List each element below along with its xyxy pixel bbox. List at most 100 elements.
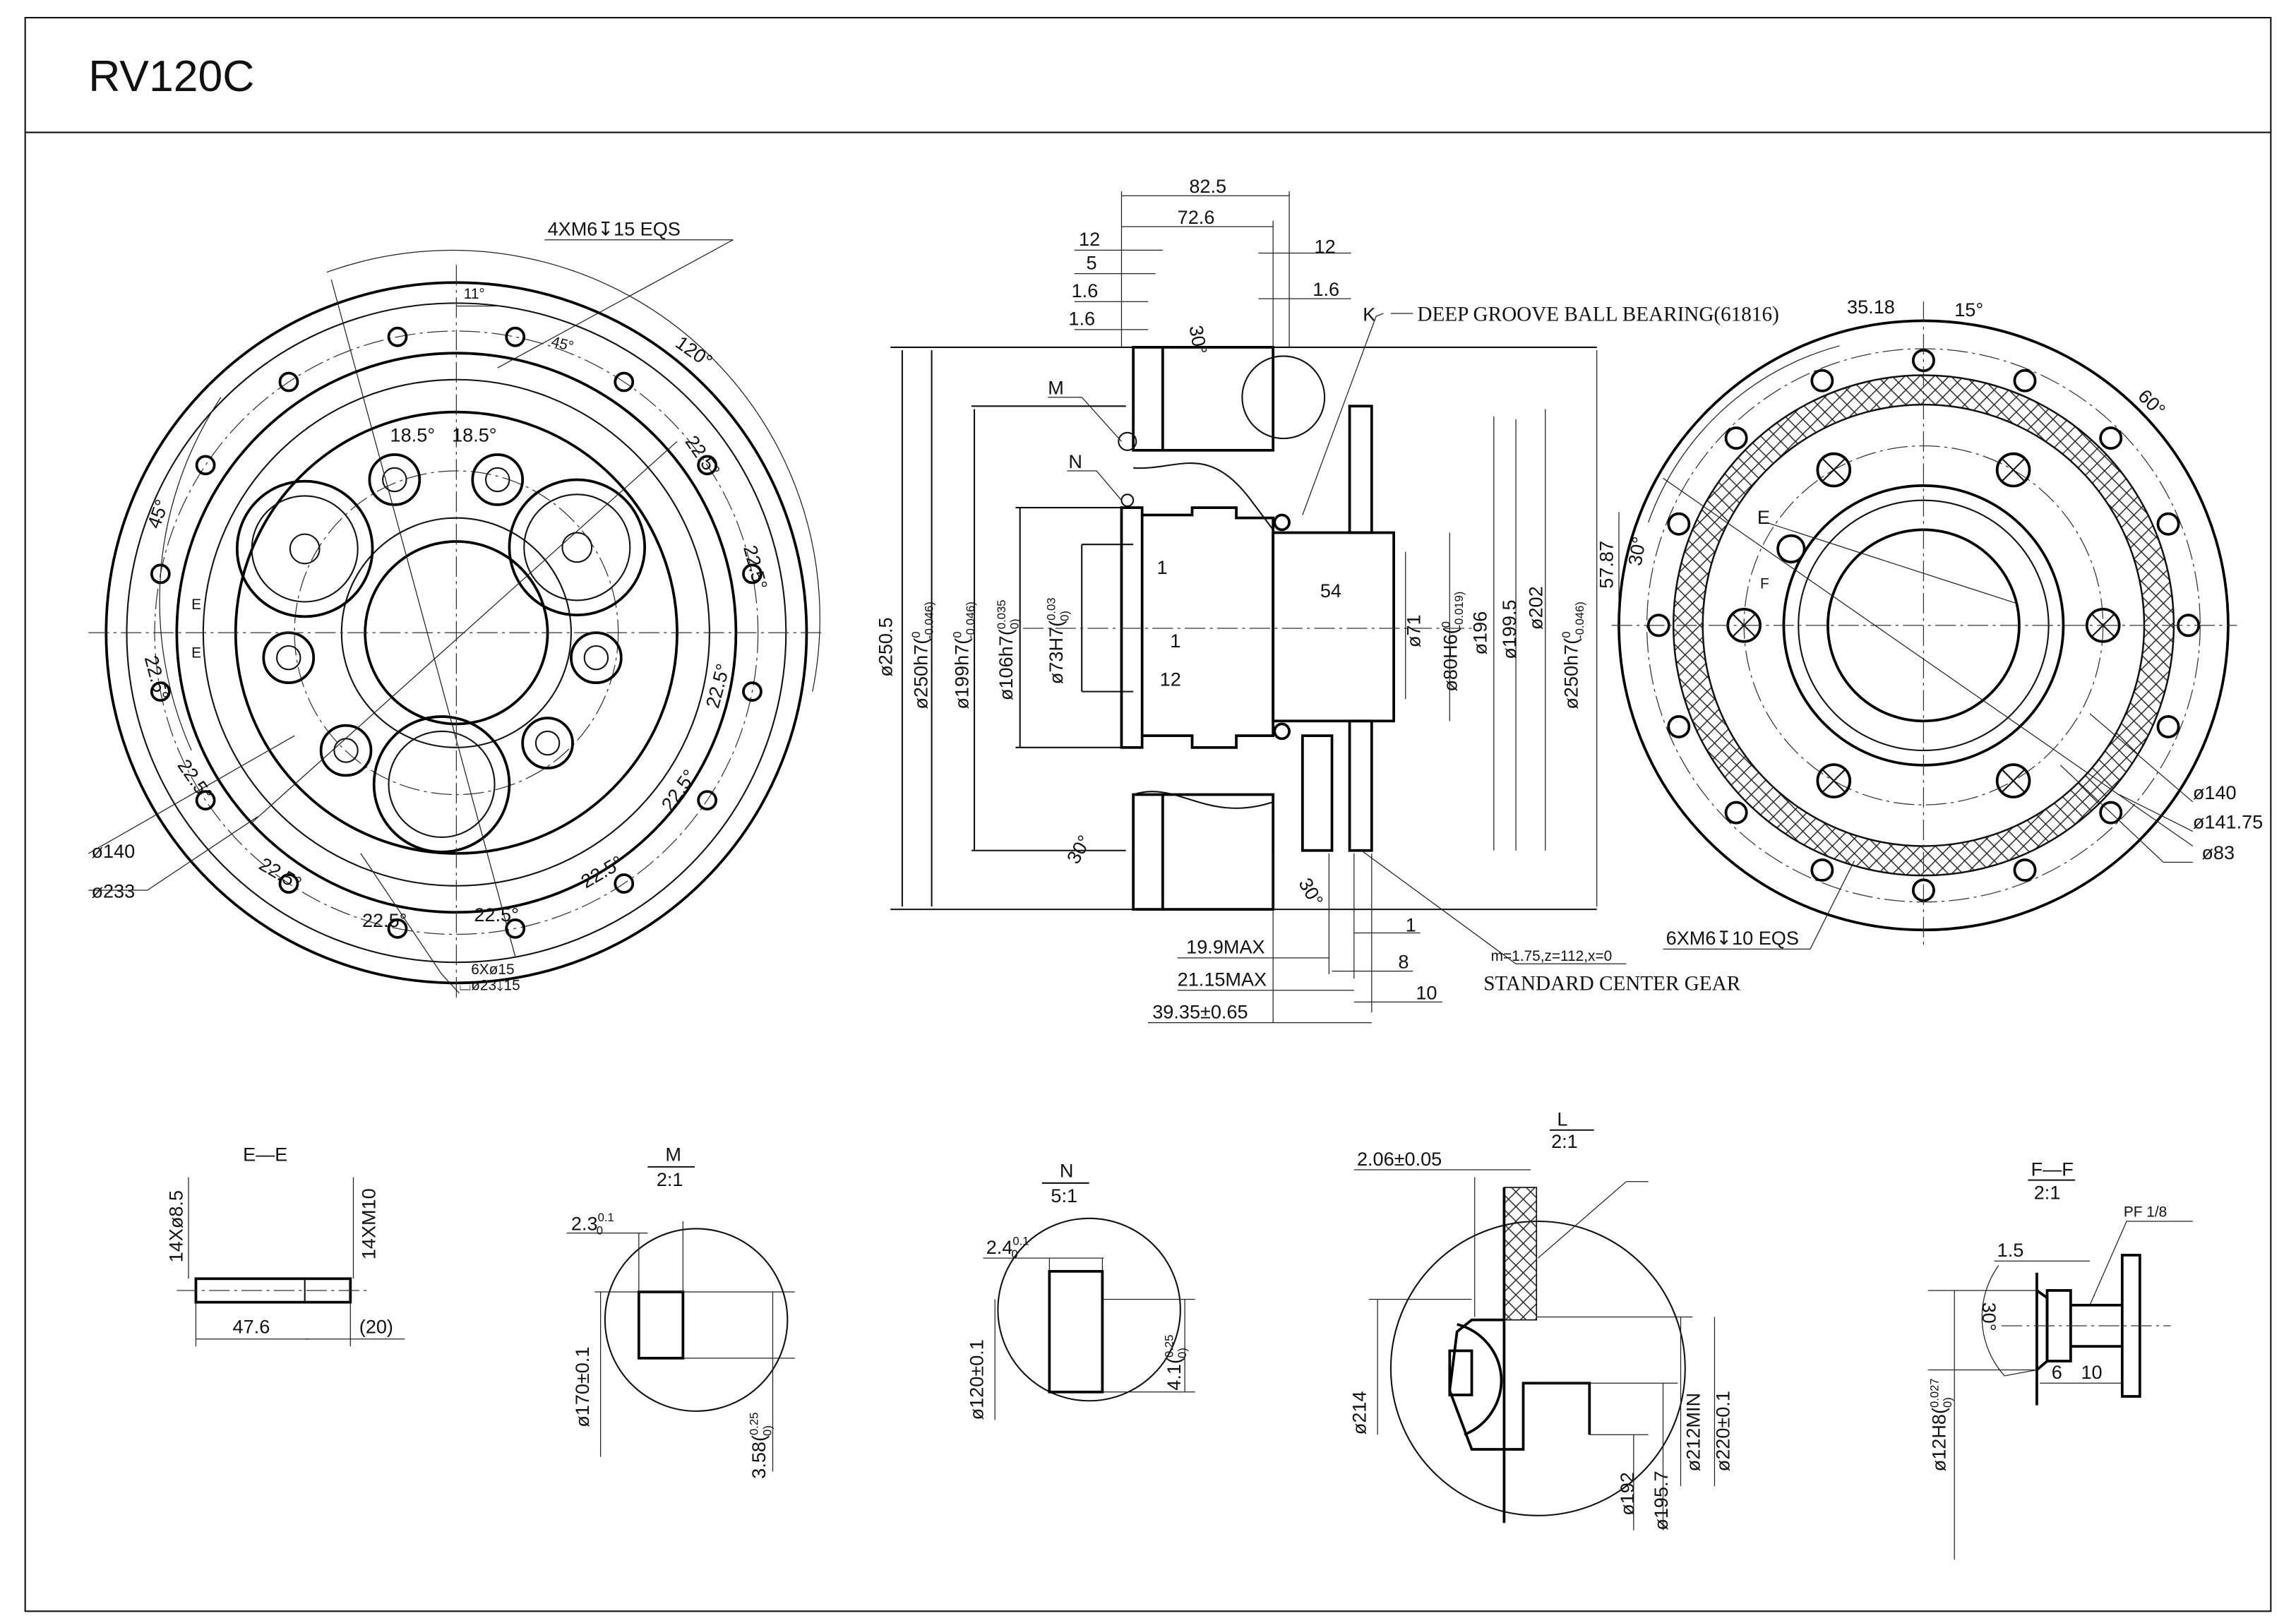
tapped-holes-note: 4XM6↧15 EQS bbox=[548, 217, 681, 239]
hole-cross-mark bbox=[1822, 457, 1846, 482]
bolt-hole bbox=[614, 873, 635, 894]
dia-label: ø250.5 bbox=[874, 617, 896, 676]
hole-cross-mark bbox=[2001, 457, 2026, 482]
dim-label: 10 bbox=[2081, 1361, 2102, 1383]
angle-label: 18.5° bbox=[452, 424, 497, 445]
dim-label: 6 bbox=[2052, 1361, 2062, 1383]
dia-label: ø214 bbox=[1348, 1391, 1370, 1435]
drawing-frame bbox=[24, 16, 2272, 1612]
section-mark-e: E bbox=[191, 645, 201, 661]
dia-tol-label: ø73H7(0.030) bbox=[1045, 597, 1072, 684]
dim-tol-label: 3.58(0.250) bbox=[748, 1413, 775, 1479]
dim-label: 14XM10 bbox=[358, 1188, 380, 1259]
bolt-hole bbox=[1724, 801, 1748, 825]
dia-label: ø220±0.1 bbox=[1711, 1391, 1733, 1471]
bolt-hole bbox=[195, 455, 216, 476]
detail-marker-m: M bbox=[1048, 377, 1064, 399]
bolt-hole bbox=[1816, 763, 1852, 798]
bolt-hole bbox=[697, 790, 718, 811]
detail-scale: 2:1 bbox=[2034, 1182, 2061, 1204]
dim-label: 1 bbox=[1406, 914, 1416, 935]
dim-label: 12 bbox=[1160, 668, 1181, 690]
bolt-hole bbox=[1995, 452, 2031, 488]
dim-label: 12 bbox=[1315, 236, 1336, 258]
dia-label: ø141.75 bbox=[2193, 810, 2263, 832]
section-view-labels: 82.5 72.6 12 5 1.6 1.6 12 1.6 K DEEP GRO… bbox=[874, 175, 1778, 1022]
dia-label: ø195.7 bbox=[1650, 1471, 1672, 1530]
dia-tol-label: ø12H8(0.0270) bbox=[1927, 1378, 1954, 1471]
dim-label: 72.6 bbox=[1178, 206, 1215, 228]
bearing-note: DEEP GROOVE BALL BEARING(61816) bbox=[1417, 303, 1778, 325]
rear-view bbox=[1611, 301, 2237, 950]
dim-label: 35.18 bbox=[1847, 296, 1895, 318]
hole-cross-mark bbox=[1822, 769, 1846, 793]
dia-label: ø71 bbox=[1403, 614, 1425, 647]
dia-tol-label: ø106h7(0.0350) bbox=[995, 600, 1022, 701]
detail-l: L 2:1 2.06±0.05 ø214 ø192 ø195.7 ø212MIN… bbox=[1348, 1108, 1733, 1531]
dim-label: 8 bbox=[1398, 950, 1409, 972]
bolt-hole bbox=[387, 918, 408, 939]
detail-marker-n: N bbox=[1068, 450, 1082, 472]
dim-label: 57.87 bbox=[1596, 541, 1618, 589]
angle-label: 30° bbox=[1185, 323, 1212, 356]
angle-label: 15° bbox=[1954, 299, 1983, 321]
dim-label: 1.5 bbox=[1997, 1239, 2024, 1261]
bolt-hole bbox=[614, 371, 635, 393]
bolt-hole bbox=[2013, 369, 2037, 393]
section-view bbox=[890, 191, 1627, 1024]
detail-marker-k: K bbox=[1363, 303, 1375, 325]
dim-label: 21.15MAX bbox=[1178, 968, 1267, 990]
detail-f-f: F—F 2:1 PF 1/8 1.5 30° 6 10 ø12H8(0.0270… bbox=[1927, 1158, 2193, 1560]
detail-scale: 2:1 bbox=[657, 1168, 683, 1190]
dia-label: ø140 bbox=[2193, 781, 2237, 803]
bolt-hole bbox=[1724, 426, 1748, 450]
section-mark-e: E bbox=[1757, 506, 1770, 528]
angle-label: 18.5° bbox=[390, 424, 436, 445]
detail-scale: 2:1 bbox=[1551, 1130, 1578, 1152]
bolt-hole bbox=[1810, 369, 1834, 393]
gear-spec: m=1.75,z=112,x=0 bbox=[1491, 948, 1613, 964]
dia-label: ø233 bbox=[91, 880, 135, 902]
dim-label: 39.35±0.65 bbox=[1152, 1000, 1248, 1022]
dim-label: 1.6 bbox=[1068, 308, 1095, 330]
bolt-hole bbox=[505, 326, 526, 347]
dim-label: 1.6 bbox=[1072, 280, 1099, 301]
angle-label: 30° bbox=[1624, 535, 1651, 568]
dia-label: ø199.5 bbox=[1498, 599, 1520, 659]
bolt-hole bbox=[742, 563, 763, 585]
angle-label: 22.5° bbox=[362, 909, 407, 931]
detail-title: M bbox=[665, 1144, 681, 1166]
dim-label: 5 bbox=[1086, 251, 1096, 273]
bolt-hole bbox=[150, 563, 171, 585]
section-mark-e: E bbox=[191, 597, 201, 613]
dim-label: 2.06±0.05 bbox=[1357, 1148, 1442, 1170]
dia-tol-label: ø199h7(0-0.046) bbox=[950, 601, 977, 709]
dia-label: ø170±0.1 bbox=[571, 1347, 593, 1427]
front-view bbox=[88, 239, 825, 1001]
dia-label: ø196 bbox=[1469, 611, 1490, 655]
bolt-hole bbox=[697, 455, 718, 476]
dia-label: ø202 bbox=[1525, 586, 1547, 630]
bolt-hole bbox=[195, 790, 216, 811]
bolt-hole bbox=[1667, 512, 1691, 536]
dim-label: 19.9MAX bbox=[1186, 936, 1264, 958]
dim-tol-label: 4.1(0.250) bbox=[1162, 1335, 1189, 1391]
detail-e-e: E—E 14Xø8.5 14XM10 47.6 (20) bbox=[165, 1144, 405, 1347]
detail-title: N bbox=[1060, 1159, 1074, 1181]
dia-tol-label: ø250h7(0-0.046) bbox=[909, 601, 936, 709]
bolt-hole bbox=[278, 873, 299, 894]
bolt-hole bbox=[2085, 608, 2121, 643]
dia-label: ø212MIN bbox=[1682, 1393, 1704, 1471]
dim-label: 1.6 bbox=[1313, 278, 1339, 300]
dia-label: ø140 bbox=[91, 840, 135, 862]
bolt-hole bbox=[387, 326, 408, 347]
bolt-hole bbox=[2156, 714, 2180, 738]
angle-label: 30° bbox=[1978, 1302, 2000, 1331]
dia-tol-label: ø80H6(0-0.019) bbox=[1439, 592, 1466, 692]
dia-label: ø120±0.1 bbox=[966, 1339, 988, 1420]
detail-title: F—F bbox=[2031, 1158, 2074, 1180]
dim-label: 1 bbox=[1157, 556, 1168, 578]
